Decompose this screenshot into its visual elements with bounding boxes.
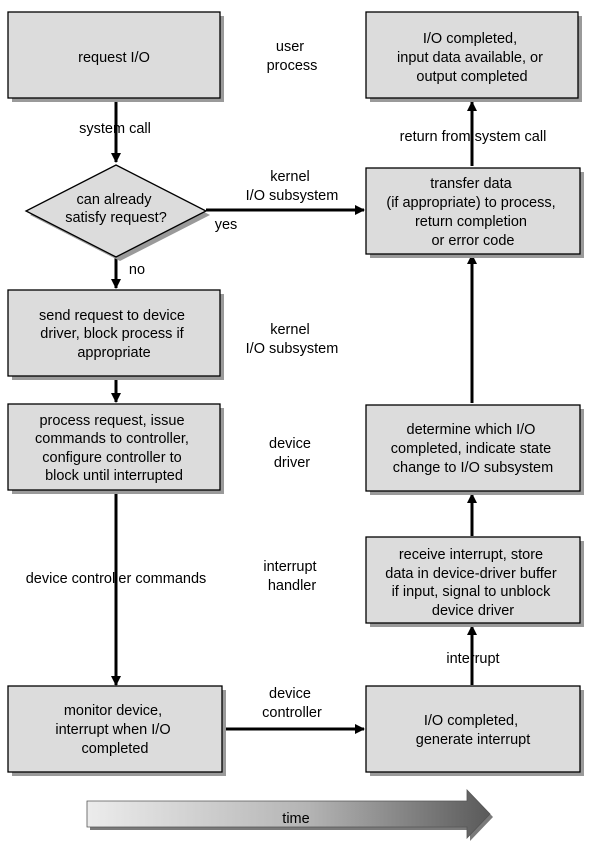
layer-label-user-process: user process — [267, 39, 318, 74]
decision-diamond: can already satisfy request? — [24, 164, 210, 261]
edge-label-no: no — [129, 262, 145, 278]
receive-interrupt-box: receive interrupt, store data in device-… — [365, 536, 584, 627]
layer-label-interrupt-handler: interrupt handler — [263, 559, 320, 594]
edge-label-device-controller-commands: device controller commands — [26, 571, 207, 587]
svg-text:determine which I/O comp: determine which I/O completed, indicate … — [391, 422, 555, 476]
transfer-data-box: transfer data (if appropriate) to proces… — [365, 167, 584, 258]
layer-label-device-driver: device driver — [269, 436, 315, 471]
layer-label-kernel-io-middle: kernel I/O subsystem — [246, 322, 339, 357]
svg-text:I/O completed, generate: I/O completed, generate interrupt — [416, 713, 530, 748]
svg-text:send request to device d: send request to device driver, block pro… — [39, 308, 189, 361]
determine-io-box: determine which I/O completed, indicate … — [365, 404, 584, 495]
edge-label-system-call: system call — [79, 121, 151, 137]
edge-label-return-from-system-call: return from system call — [400, 129, 547, 145]
edge-label-yes: yes — [215, 217, 238, 233]
monitor-device-box: monitor device, interrupt when I/O compl… — [7, 685, 226, 776]
time-arrow: time — [86, 789, 493, 841]
svg-text:I/O completed, input dat: I/O completed, input data available, or … — [397, 31, 547, 85]
request-io-box: request I/O — [7, 11, 224, 102]
svg-text:receive interrupt, store: receive interrupt, store data in device-… — [385, 547, 560, 619]
process-request-box: process request, issue commands to contr… — [7, 403, 224, 494]
send-request-box: send request to device driver, block pro… — [7, 289, 224, 380]
time-label: time — [282, 811, 309, 827]
io-completed-generate-interrupt-box: I/O completed, generate interrupt — [365, 685, 584, 776]
connectors — [110, 100, 478, 735]
layer-label-device-controller: device controller — [262, 686, 322, 721]
edge-label-interrupt: interrupt — [446, 651, 499, 667]
svg-text:process request, issue c: process request, issue commands to contr… — [35, 413, 193, 484]
svg-text:request I/O: request I/O — [78, 50, 150, 66]
svg-text:monitor device, interrup: monitor device, interrupt when I/O compl… — [55, 703, 174, 757]
svg-text:transfer data (if approp: transfer data (if appropriate) to proces… — [386, 176, 559, 249]
layer-labels: user process kernel I/O subsystem kernel… — [246, 39, 339, 721]
svg-text:can already satisfy requ: can already satisfy request? — [65, 192, 167, 226]
layer-label-kernel-io-top: kernel I/O subsystem — [246, 169, 339, 204]
final-io-completed-box: I/O completed, input data available, or … — [365, 11, 582, 102]
edge-labels: system call yes no device controller com… — [26, 121, 547, 667]
